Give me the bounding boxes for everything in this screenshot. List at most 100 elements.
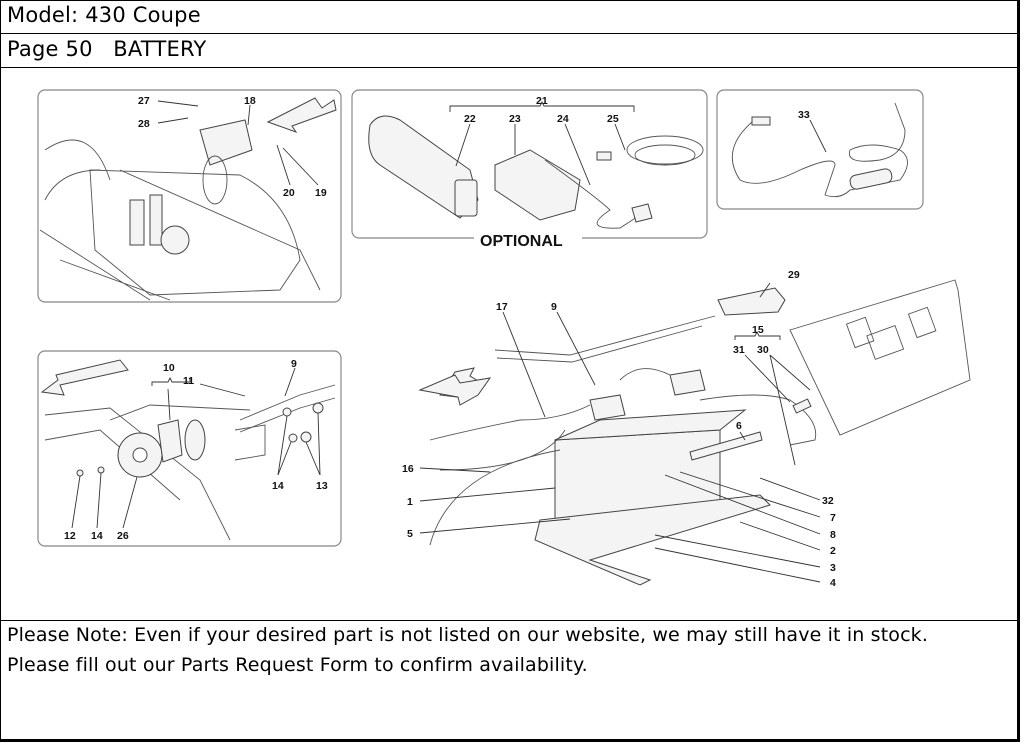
leader-10 — [167, 388, 171, 421]
callout-22: 22 — [464, 113, 476, 125]
leader-14b — [96, 472, 102, 529]
cable-lugs — [234, 424, 266, 461]
callout-6: 6 — [736, 420, 742, 432]
callout-16: 16 — [402, 463, 414, 475]
callout-24: 24 — [557, 113, 569, 125]
terminal-post — [129, 199, 145, 246]
callout-12: 12 — [64, 530, 76, 542]
cable-to-fuse — [699, 394, 817, 446]
leader-12 — [71, 475, 81, 529]
nut — [300, 431, 312, 443]
battery-cables — [429, 368, 671, 546]
callout-13: 13 — [316, 480, 328, 492]
inset-feedthrough: 10 11 9 14 13 12 14 26 — [37, 350, 342, 547]
switch-cable-loop — [202, 155, 228, 205]
callout-31: 31 — [733, 344, 745, 356]
leader-9b — [556, 311, 596, 386]
battery-tray — [534, 494, 771, 586]
note-row: Please Note: Even if your desired part i… — [0, 621, 1020, 743]
leader-2 — [739, 521, 821, 551]
request-form-note: Please fill out our Parts Request Form t… — [7, 654, 588, 676]
washer — [97, 466, 105, 474]
callout-9-feedthrough: 9 — [291, 358, 297, 370]
cigarette-plug — [751, 116, 771, 126]
leader-1 — [419, 487, 556, 502]
main-battery-assembly: 29 17 9 15 31 30 6 16 1 5 32 7 8 2 3 4 — [402, 269, 971, 589]
inset-frame — [37, 89, 342, 303]
inset-frame — [716, 89, 924, 210]
callout-11: 11 — [183, 375, 194, 387]
body-panel-lines — [39, 139, 321, 301]
grommet-hole — [132, 447, 148, 463]
plug — [631, 203, 653, 223]
callout-25: 25 — [607, 113, 619, 125]
leader-28 — [157, 117, 189, 124]
leader-20 — [276, 144, 291, 186]
callout-27: 27 — [138, 95, 150, 107]
leader-9a — [284, 367, 296, 397]
callout-29: 29 — [788, 269, 800, 281]
side-panel — [789, 279, 971, 436]
charger-unit — [494, 149, 581, 221]
page-row: Page 50 BATTERY — [0, 34, 1020, 68]
battery-exploded-diagram: 27 28 18 20 19 21 22 23 24 25 OPTIONAL — [37, 89, 971, 589]
callout-28: 28 — [138, 118, 150, 130]
leader-18 — [247, 104, 251, 126]
callout-18: 18 — [244, 95, 256, 107]
screw — [76, 469, 84, 477]
control-module — [717, 287, 786, 316]
leader-32 — [759, 477, 821, 501]
leader-3 — [654, 534, 821, 568]
pulley — [160, 225, 190, 255]
callout-32: 32 — [822, 495, 834, 507]
charger-bag — [368, 115, 479, 219]
model-title: Model: 430 Coupe — [7, 3, 201, 27]
leader-7 — [679, 471, 821, 518]
maintainer-cable — [731, 102, 908, 198]
optional-label: OPTIONAL — [480, 233, 563, 250]
callout-7: 7 — [830, 512, 836, 524]
panel-cutout — [907, 306, 937, 339]
direction-arrow-icon — [40, 359, 129, 396]
direction-arrow-icon — [418, 374, 492, 406]
page-title: Page 50 BATTERY — [7, 37, 207, 61]
leader-33 — [809, 119, 827, 153]
direction-arrow-icon — [266, 97, 337, 133]
leader-30b — [769, 354, 796, 466]
inset-maintainer: 33 — [716, 89, 924, 210]
callout-30: 30 — [757, 344, 769, 356]
leader-16 — [419, 467, 491, 473]
connector — [596, 151, 612, 161]
charger-cable — [544, 159, 641, 229]
leader-25 — [614, 123, 626, 151]
battery-top — [554, 409, 747, 441]
availability-note: Please Note: Even if your desired part i… — [7, 624, 929, 646]
optional-label-bg — [474, 229, 582, 247]
leader-26 — [122, 476, 138, 529]
leader-17 — [502, 311, 546, 418]
leader-29 — [759, 282, 771, 298]
leader-13 — [317, 412, 321, 476]
inset-optional-charger: 21 22 23 24 25 OPTIONAL — [351, 89, 708, 250]
leader-6 — [739, 431, 746, 441]
callout-10: 10 — [163, 362, 175, 374]
callout-9-main: 9 — [551, 301, 557, 313]
leader-11 — [199, 383, 246, 397]
terminal-post — [149, 194, 163, 246]
maintainer-module — [849, 168, 893, 190]
positive-terminal — [669, 369, 706, 396]
bracket — [157, 419, 183, 463]
leader-5 — [419, 518, 571, 534]
charger-bag-end — [454, 179, 478, 217]
leader-4 — [654, 547, 821, 583]
leader-27 — [157, 100, 199, 107]
negative-terminal — [589, 394, 626, 421]
cable-9 — [239, 384, 336, 433]
callout-2: 2 — [830, 545, 836, 557]
leader-13b — [305, 441, 321, 476]
callout-33: 33 — [798, 109, 810, 121]
callout-14: 14 — [272, 480, 284, 492]
group-bracket-21 — [449, 100, 635, 112]
panel-cutout — [845, 316, 875, 349]
